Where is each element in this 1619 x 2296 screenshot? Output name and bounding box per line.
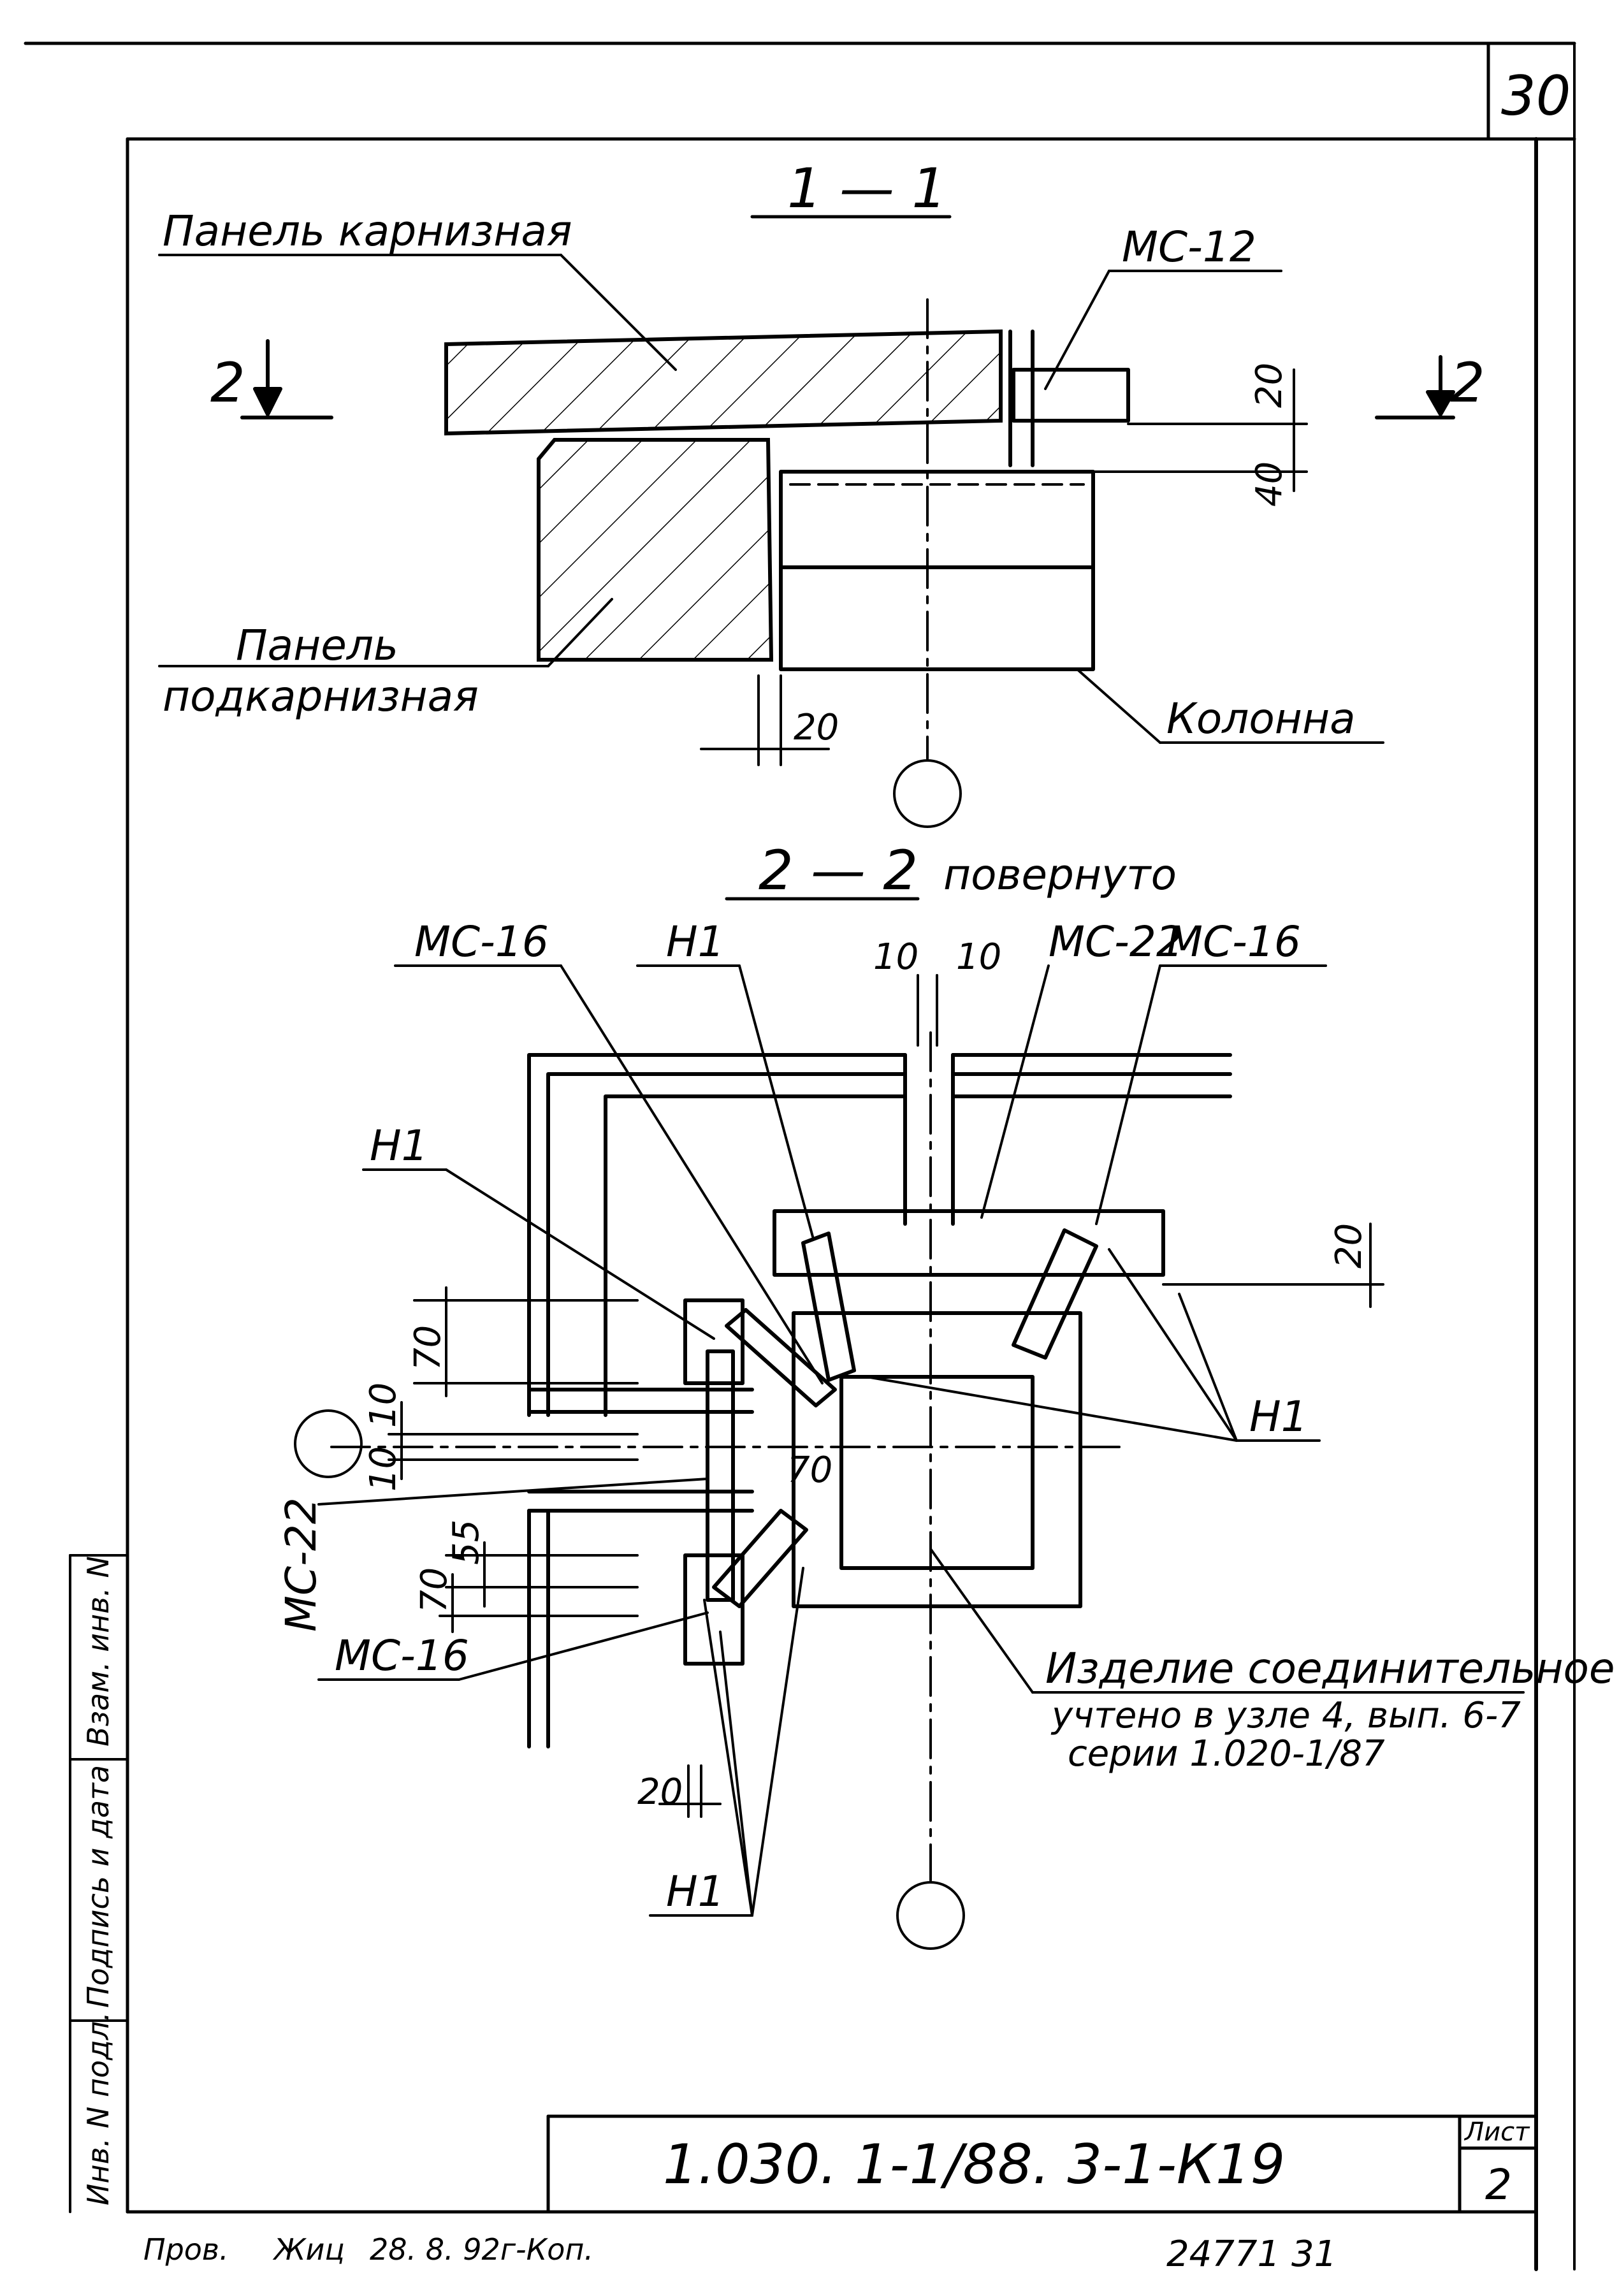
dim-left-10-upper: 10 [363, 1383, 404, 1428]
central-column-2-2 [683, 1209, 1165, 1666]
page-number: 30 [1501, 64, 1571, 128]
leader-ms22-left-ptr [317, 1478, 709, 1506]
leader-column-ptr [1076, 668, 1161, 744]
leader-h1-top-ptr [738, 964, 814, 1238]
leader-ms22-top-ptr [980, 964, 1050, 1219]
leader-h1-right-ptr1 [1108, 1248, 1238, 1442]
section-1-1-title: 1 — 1 [787, 157, 947, 221]
leader-h1-left-ptr [445, 1168, 715, 1340]
dim-left-70-lower: 70 [414, 1567, 455, 1613]
section-2-2-subtitle: повернуто [943, 850, 1177, 899]
dim-left-70-upper: 70 [407, 1325, 449, 1370]
dim-gap-left: 10 [873, 936, 918, 978]
label-ms12: МС-12 [1122, 222, 1256, 272]
footer-checked: Пров. [143, 2232, 229, 2267]
dim-40: 40 [1249, 461, 1290, 507]
label-ms16-top-left: МС-16 [414, 917, 549, 966]
dim-20-top: 20 [1249, 363, 1290, 408]
cut-mark-right: 2 [1450, 351, 1485, 415]
cut-mark-left: 2 [210, 351, 245, 415]
stamp-inv-original: Инв. N подл. [81, 2012, 115, 2205]
sub-cornice-panel [537, 438, 774, 662]
sheet-number: 2 [1485, 2160, 1512, 2209]
document-code: 1.030. 1-1/88. 3-1-К19 [663, 2133, 1285, 2197]
sheet-label: Лист [1463, 2118, 1530, 2147]
label-cornice-panel: Панель карнизная [163, 207, 572, 256]
label-connector-1: Изделие соединительное [1045, 1644, 1615, 1693]
dims-2-2 [388, 974, 1384, 1818]
leader-sub-panel-ptr [547, 598, 613, 667]
leader-h1-right-ptr3 [1178, 1293, 1238, 1442]
cut-arrow-right [1375, 355, 1455, 419]
dim-mid-70: 70 [787, 1450, 832, 1491]
leader-h1-right-ptr2 [866, 1376, 1238, 1442]
leader-ms16-top-left-ptr [560, 964, 824, 1384]
leader-connector-ptr [929, 1548, 1034, 1694]
footer-date: 28. 8. 92г-Коп. [370, 2232, 593, 2267]
dim-left-55: 55 [446, 1520, 487, 1565]
dims-1-1 [700, 368, 1308, 766]
leader-h1-bottom-ptr3 [719, 1631, 753, 1917]
leader-h1-bottom-ptr1 [703, 1599, 753, 1917]
label-ms22-left: МС-22 [277, 1497, 326, 1632]
leader-cornice-panel-ptr [560, 254, 677, 371]
dim-gap-right: 10 [956, 936, 1001, 978]
label-sub-panel-2: подкарнизная [163, 672, 479, 721]
label-connector-3: серии 1.020-1/87 [1068, 1733, 1385, 1775]
connector-plates [706, 1228, 1098, 1608]
dim-right-20: 20 [1328, 1223, 1370, 1268]
label-h1-left: Н1 [370, 1121, 428, 1170]
label-sub-panel-1: Панель [236, 621, 398, 670]
section-2-2-title: 2 — 2 [759, 839, 918, 903]
panel-walls-2-2 [527, 1053, 1232, 1748]
cut-arrow-left [240, 339, 333, 419]
dim-bottom-20: 20 [637, 1771, 683, 1813]
leader-ms16-bottom-left-ptr [458, 1611, 709, 1681]
axis-2-2 [294, 1031, 1129, 1950]
stamp-replacement-inv: Взам. инв. N [81, 1556, 115, 1747]
side-stamp [69, 1554, 129, 2213]
label-h1-right: Н1 [1249, 1392, 1308, 1441]
label-column: Колонна [1166, 694, 1356, 743]
footer-signature: Жиц [272, 2232, 345, 2267]
sheet-frame [24, 41, 1576, 2271]
cornice-panel [444, 329, 1003, 436]
leader-ms12-ptr [1044, 270, 1110, 390]
axis-1-1 [893, 298, 962, 828]
label-connector-2: учтено в узле 4, вып. 6-7 [1050, 1695, 1521, 1736]
label-h1-bottom: Н1 [666, 1867, 725, 1916]
stamp-sign-date: Подпись и дата [81, 1765, 115, 2008]
dim-left-10-lower: 10 [363, 1446, 404, 1492]
footer-archive-number: 24771 31 [1166, 2234, 1337, 2275]
title-block [546, 2114, 1538, 2214]
leader-ms16-top-right-ptr [1095, 964, 1161, 1225]
label-ms22-top: МС-22 [1049, 917, 1183, 966]
column-section [779, 330, 1130, 671]
label-h1-top: Н1 [666, 917, 725, 966]
label-ms16-bottom-left: МС-16 [335, 1631, 469, 1680]
leader-h1-bottom-ptr2 [751, 1567, 804, 1917]
dim-20-bottom: 20 [794, 707, 839, 748]
label-ms16-top-right: МС-16 [1166, 917, 1301, 966]
